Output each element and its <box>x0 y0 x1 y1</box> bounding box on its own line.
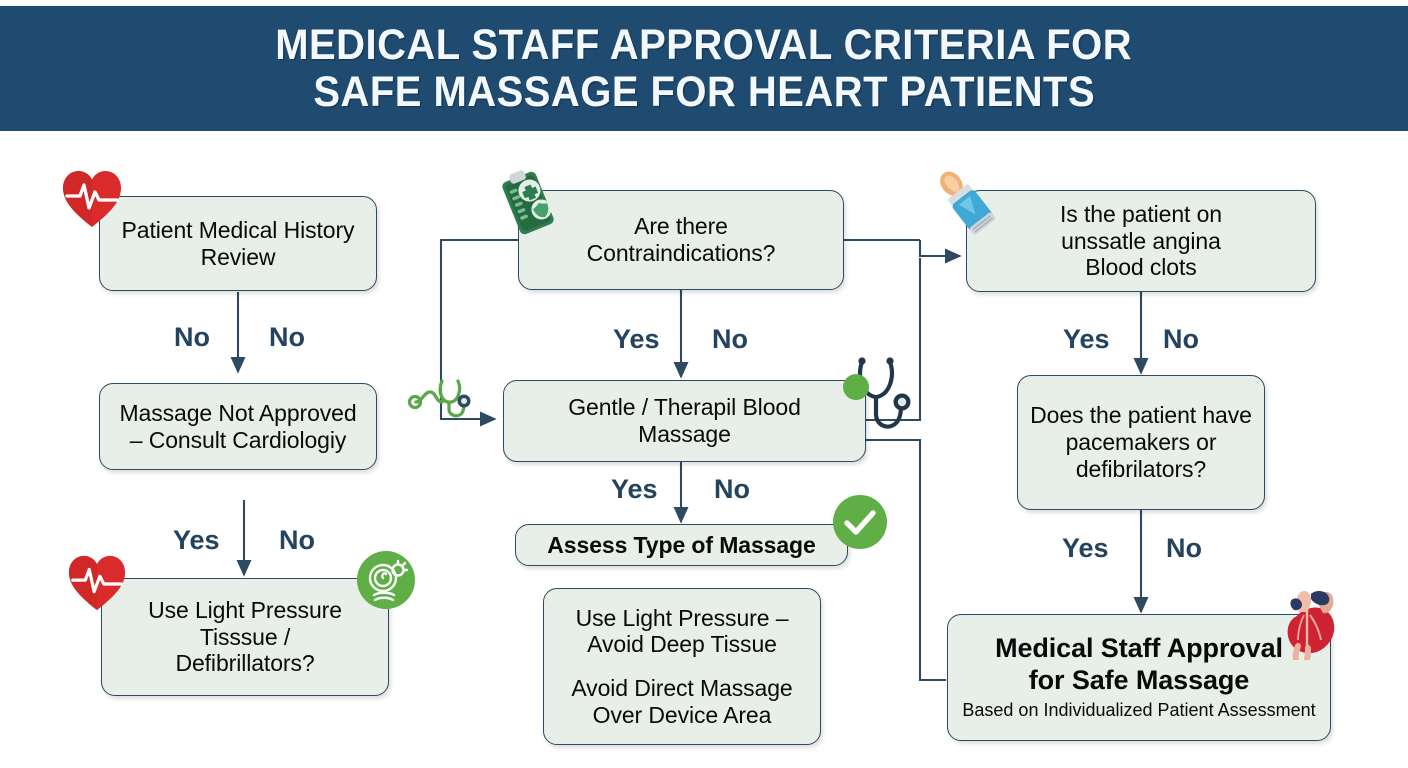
label-right-no-2: No <box>1166 533 1202 563</box>
anatomical-heart-icon <box>1277 582 1349 662</box>
page-title-line-1: MEDICAL STAFF APPROVAL CRITERIA FOR <box>275 21 1133 70</box>
label-center-yes-2: Yes <box>611 474 658 504</box>
node-assess-type-of-massage[interactable]: Assess Type of Massage <box>515 524 848 566</box>
medical-clipboard-icon <box>492 167 564 239</box>
node-final-approval-title: Medical Staff Approval for Safe Massage <box>995 633 1283 695</box>
node-gentle-massage-text: Gentle / Therapil Blood Massage <box>568 394 801 447</box>
label-center-no-2: No <box>714 474 750 504</box>
node-pacemakers-text: Does the patient have pacemakers or defi… <box>1030 402 1252 482</box>
node-gentle-therapil-massage[interactable]: Gentle / Therapil Blood Massage <box>503 380 866 462</box>
connector-gentle-to-final <box>866 438 946 682</box>
node-final-approval-subtitle: Based on Individualized Patient Assessme… <box>962 700 1316 721</box>
label-center-yes-1: Yes <box>613 324 660 354</box>
node-contraindications-text: Are there Contraindications? <box>586 213 776 266</box>
node-use-light-pressure-tissue-text: Use Light Pressure Tisssue / Defibrillat… <box>148 596 342 677</box>
node-assess-type-text: Assess Type of Massage <box>547 531 816 558</box>
stethoscope-icon <box>407 368 478 424</box>
check-circle-icon <box>833 495 887 549</box>
label-left-no-3: No <box>279 525 315 555</box>
node-massage-not-approved[interactable]: Massage Not Approved – Consult Cardiolog… <box>99 383 377 470</box>
node-final-medical-staff-approval[interactable]: Medical Staff Approval for Safe Massage … <box>947 614 1331 741</box>
node-use-light-pressure-tissue[interactable]: Use Light Pressure Tisssue / Defibrillat… <box>101 578 389 696</box>
node-pacemakers-defibrilators[interactable]: Does the patient have pacemakers or defi… <box>1017 375 1265 510</box>
node-unstable-angina[interactable]: Is the patient on unssatle angina Blood … <box>966 190 1316 292</box>
node-are-there-contraindications[interactable]: Are there Contraindications? <box>518 190 844 290</box>
label-right-yes-2: Yes <box>1062 533 1109 563</box>
label-left-no-2: No <box>269 322 305 352</box>
stethoscope-accent-dot <box>843 374 869 400</box>
label-center-no-1: No <box>712 324 748 354</box>
node-massage-not-approved-text: Massage Not Approved – Consult Cardiolog… <box>119 399 357 453</box>
connector-contra-to-angina <box>918 240 962 264</box>
node-unstable-angina-text: Is the patient on unssatle angina Blood … <box>1060 200 1222 281</box>
page-title-line-2: SAFE MASSAGE FOR HEART PATIENTS <box>313 67 1095 116</box>
label-right-yes-1: Yes <box>1063 324 1110 354</box>
heart-pulse-icon <box>66 553 128 613</box>
label-left-yes: Yes <box>173 525 220 555</box>
label-right-no-1: No <box>1163 324 1199 354</box>
node-avoid-deep-tissue-para-2: Avoid Direct Massage Over Device Area <box>571 675 793 728</box>
label-left-no-1: No <box>174 322 210 352</box>
massage-lotion-tube-icon <box>925 160 1011 240</box>
node-patient-medical-history[interactable]: Patient Medical History Review <box>99 196 377 291</box>
node-avoid-deep-tissue[interactable]: Use Light Pressure – Avoid Deep Tissue A… <box>543 588 821 745</box>
node-patient-medical-history-text: Patient Medical History Review <box>121 216 355 270</box>
node-avoid-deep-tissue-para-1: Use Light Pressure – Avoid Deep Tissue <box>575 604 789 658</box>
heart-pulse-icon <box>60 168 124 230</box>
page-header-banner: MEDICAL STAFF APPROVAL CRITERIA FOR SAFE… <box>0 6 1408 131</box>
pacemaker-device-icon <box>357 551 415 609</box>
